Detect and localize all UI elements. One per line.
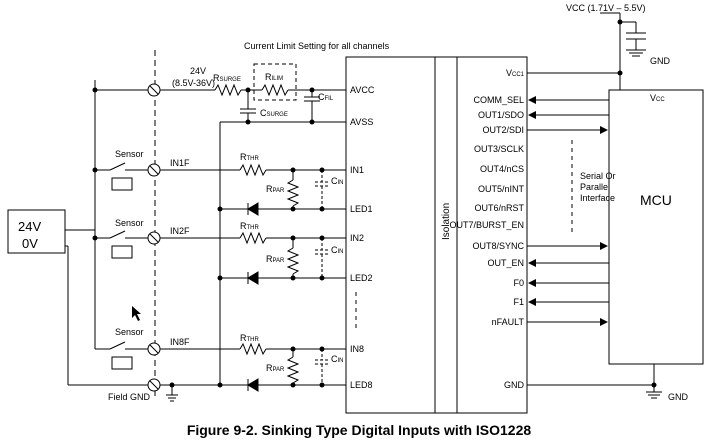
pin-in8: IN8 [350, 344, 364, 354]
cin-label: CIN [331, 176, 344, 186]
pin-avss: AVSS [350, 117, 373, 127]
pin-out4: OUT4/nCS [480, 164, 524, 174]
mouse-cursor-icon [132, 306, 141, 321]
terminal [147, 83, 161, 392]
pin-out3: OUT3/SCLK [474, 144, 524, 154]
isolation-label: Isolation [441, 203, 452, 240]
pin-avcc: AVCC [350, 85, 375, 95]
mcu-label: MCU [640, 192, 672, 208]
pin-out2: OUT2/SDI [482, 125, 524, 135]
junction-dots [92, 19, 657, 388]
pin-f1: F1 [513, 297, 524, 307]
mcu-vcc-label: VCC [650, 93, 665, 103]
rthr-label: RTHR [240, 152, 259, 162]
rpar-label: RPAR [266, 254, 285, 264]
channel-label: IN1F [170, 158, 190, 168]
pin-out5: OUT5/nINT [478, 184, 525, 194]
v24-label: 24V [190, 66, 206, 76]
current-limit-label: Current Limit Setting for all channels [244, 41, 390, 51]
pin-out1: OUT1/SDO [478, 110, 524, 120]
pin-vcc1: VCC1 [506, 68, 525, 78]
rpar-label: RPAR [266, 363, 285, 373]
source-0v-label: 0V [22, 236, 38, 251]
rthr-label: RTHR [240, 221, 259, 231]
pin-out8: OUT8/SYNC [472, 241, 524, 251]
pin-comm-sel: COMM_SEL [473, 95, 524, 105]
rpar-label: RPAR [266, 184, 285, 194]
interface-label: Parallel [580, 182, 610, 192]
pin-f0: F0 [513, 278, 524, 288]
channel-label: IN2F [170, 226, 190, 236]
gnd-top-label: GND [650, 56, 671, 66]
cfil-label: CFIL [318, 92, 334, 102]
rsurge-label: RSURGE [213, 73, 241, 83]
sensor-label: Sensor [115, 218, 144, 228]
rilim-label: RILIM [265, 72, 283, 82]
field-gnd-label: Field GND [108, 392, 151, 402]
csurge-label: CSURGE [260, 108, 288, 118]
figure-caption: Figure 9-2. Sinking Type Digital Inputs … [186, 422, 532, 438]
pin-led8: LED8 [350, 380, 373, 390]
sensor-label: Sensor [115, 149, 144, 159]
pin-out-en: OUT_EN [487, 258, 524, 268]
pin-led1: LED1 [350, 204, 373, 214]
pin-out6: OUT6/nRST [474, 203, 524, 213]
source-24v-label: 24V [18, 219, 41, 234]
channel-label: IN8F [170, 337, 190, 347]
pin-in1: IN1 [350, 165, 364, 175]
cin-label: CIN [331, 354, 344, 364]
pin-led2: LED2 [350, 273, 373, 283]
pin-out7: OUT7/BURST_EN [449, 220, 524, 230]
interface-label: Interface [580, 193, 615, 203]
gnd-bottom-label: GND [668, 392, 689, 402]
interface-label: Serial Or [580, 171, 616, 181]
cin-label: CIN [331, 245, 344, 255]
vcc-supply-label: VCC (1.71V – 5.5V) [566, 3, 646, 13]
pin-in2: IN2 [350, 233, 364, 243]
pin-nfault: nFAULT [492, 317, 525, 327]
pin-gnd: GND [504, 380, 525, 390]
v24-range-label: (8.5V-36V) [172, 78, 215, 88]
sensor-label: Sensor [115, 327, 144, 337]
rthr-label: RTHR [240, 333, 259, 343]
